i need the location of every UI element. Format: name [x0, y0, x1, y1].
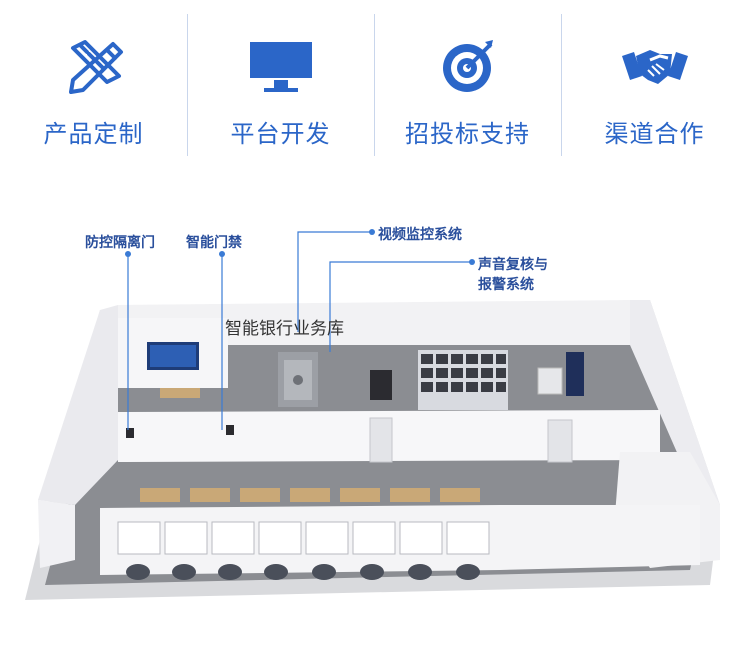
server-cabinet: [566, 352, 584, 396]
video-wall-display: [150, 345, 196, 367]
feature-label: 平台开发: [230, 120, 331, 148]
feature-label: 招投标支持: [405, 120, 530, 148]
feature-channel-cooperation: 渠道合作: [561, 0, 748, 165]
feature-label: 产品定制: [43, 120, 144, 148]
back-wall: [118, 300, 630, 345]
access-reader: [126, 428, 134, 438]
partition-door: [369, 417, 393, 463]
partition-door: [547, 419, 573, 463]
callout-isolation-door: 防控隔离门: [85, 235, 155, 251]
monitor-icon: [249, 42, 312, 92]
access-reader: [226, 425, 234, 435]
customer-chairs: [126, 564, 480, 580]
scene-title: 智能银行业务库: [225, 319, 344, 339]
feature-label: 渠道合作: [604, 120, 705, 148]
locker-bank: [418, 350, 508, 410]
feature-platform-development: 平台开发: [187, 0, 374, 165]
feature-band: 产品定制 平台开发 招投标支持 渠道合作: [0, 0, 750, 165]
monitor-desk: [160, 388, 200, 398]
teller-desks: [140, 488, 480, 502]
right-outer-wall: [630, 300, 720, 505]
target-icon: [442, 40, 493, 92]
feature-product-customization: 产品定制: [0, 0, 187, 165]
callout-lines: [127, 231, 472, 430]
vault-dial: [293, 375, 303, 385]
cash-rack: [370, 370, 392, 400]
feature-bidding-support: 招投标支持: [374, 0, 561, 165]
left-wall-front: [38, 500, 75, 568]
divider: [561, 14, 562, 156]
left-outer-wall: [38, 305, 118, 505]
floor-plan-illustration: [25, 229, 720, 600]
divider: [374, 14, 375, 156]
equipment-cabinet: [537, 367, 563, 395]
callout-video-monitoring: 视频监控系统: [378, 227, 462, 243]
handshake-icon: [621, 50, 688, 84]
callout-dots: [125, 229, 475, 265]
callout-smart-access: 智能门禁: [186, 235, 242, 251]
divider: [187, 14, 188, 156]
teller-counters: [117, 521, 490, 555]
callout-sound-review-line2: 报警系统: [478, 277, 534, 293]
design-tools-icon: [68, 40, 123, 94]
callout-sound-review-line1: 声音复核与: [478, 257, 548, 273]
